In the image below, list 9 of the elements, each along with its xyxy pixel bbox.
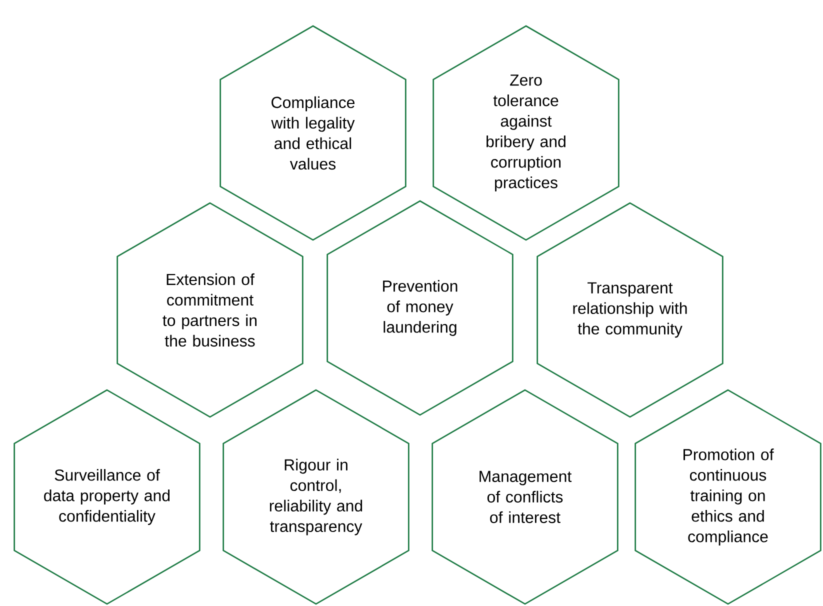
hexagon: Prevention of money laundering	[326, 200, 514, 416]
hexagon: Transparent relationship with the community	[536, 202, 724, 418]
hexagon: Surveillance of data property and confidentiality	[14, 389, 200, 605]
hexagon: Zero tolerance against bribery and corruption practices	[432, 25, 620, 241]
hexagon: Promotion of continuous training on ethics and compliance	[634, 389, 822, 605]
hexagon: Compliance with legality and ethical values	[220, 25, 406, 241]
hexagon: Management of conflicts of interest	[432, 389, 618, 605]
hexagon: Rigour in control, reliability and transparency	[222, 389, 410, 605]
hexagon: Extension of commitment to partners in the business	[116, 202, 304, 418]
